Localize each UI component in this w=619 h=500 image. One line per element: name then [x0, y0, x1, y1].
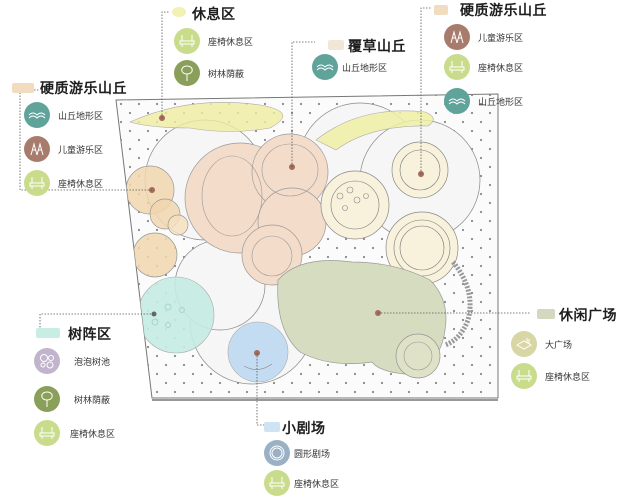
zone-color-swatch [172, 7, 186, 17]
legend-item-label: 大广场 [545, 340, 573, 351]
kids-play-icon [444, 24, 470, 50]
group-title: 休息区 [192, 7, 236, 23]
tree-icon [174, 60, 200, 86]
legend-item: 座椅休息区 [444, 54, 523, 80]
plaza-icon [511, 331, 537, 357]
hill-terrain-icon [444, 88, 470, 114]
bench-icon [264, 470, 290, 496]
bubble-tree-pool-icon [34, 348, 60, 374]
legend-item-label: 圆形剧场 [294, 449, 331, 460]
legend-item-label: 座椅休息区 [478, 63, 524, 74]
grass-hill-zone [184, 133, 329, 286]
coiled-path [444, 260, 473, 348]
hill-terrain-icon [312, 54, 338, 80]
legend-item: 座椅休息区 [511, 363, 590, 389]
tree-array-zone [137, 276, 215, 354]
legend-item: 座椅休息区 [34, 420, 115, 446]
rest-area-arc [315, 110, 434, 151]
legend-item: 树林荫蔽 [34, 386, 110, 412]
group-title: 硬质游乐山丘 [460, 3, 547, 19]
legend-item: 座椅休息区 [174, 28, 253, 54]
group-title: 树阵区 [68, 327, 112, 343]
group-title: 硬质游乐山丘 [40, 81, 127, 97]
group-title: 休闲广场 [559, 308, 617, 324]
legend-item: 座椅休息区 [264, 470, 339, 496]
legend-item-label: 座椅休息区 [70, 429, 116, 440]
bench-icon [511, 363, 537, 389]
zone-color-swatch [12, 83, 34, 93]
legend-item-label: 座椅休息区 [545, 372, 591, 383]
legend-item-label: 树林荫蔽 [208, 69, 245, 80]
zone-color-swatch [264, 422, 280, 432]
legend-item-label: 儿童游乐区 [58, 145, 104, 156]
zone-color-swatch [537, 309, 555, 319]
legend-item: 座椅休息区 [24, 170, 103, 196]
group-title: 覆草山丘 [348, 39, 406, 55]
legend-item: 儿童游乐区 [444, 24, 523, 50]
hill-terrain-icon [24, 102, 50, 128]
legend-item: 山丘地形区 [312, 54, 387, 80]
leader-lines [19, 7, 530, 426]
legend-item-label: 山丘地形区 [478, 97, 524, 108]
legend-item-label: 树林荫蔽 [74, 395, 111, 406]
legend-item-label: 座椅休息区 [208, 37, 254, 48]
kids-play-icon [24, 136, 50, 162]
zone-color-swatch [328, 40, 344, 50]
legend-item-label: 山丘地形区 [342, 63, 388, 74]
legend-item-label: 泡泡树池 [74, 357, 111, 368]
rest-area-zone [129, 102, 283, 132]
legend-item: 山丘地形区 [24, 102, 103, 128]
group-title: 小剧场 [282, 421, 326, 437]
bench-icon [174, 28, 200, 54]
legend-item: 泡泡树池 [34, 348, 110, 374]
zone-color-swatch [36, 328, 60, 338]
legend-item: 树林荫蔽 [174, 60, 244, 86]
bench-icon [34, 420, 60, 446]
bench-icon [444, 54, 470, 80]
legend-item: 圆形剧场 [264, 440, 330, 466]
legend-item-label: 座椅休息区 [294, 479, 340, 490]
zone-color-swatch [434, 5, 448, 15]
legend-item: 大广场 [511, 331, 572, 357]
bench-icon [24, 170, 50, 196]
legend-item: 儿童游乐区 [24, 136, 103, 162]
round-theater-icon [264, 440, 290, 466]
legend-item: 山丘地形区 [444, 88, 523, 114]
tree-icon [34, 386, 60, 412]
legend-item-label: 山丘地形区 [58, 111, 104, 122]
legend-item-label: 座椅休息区 [58, 179, 104, 190]
legend-item-label: 儿童游乐区 [478, 33, 524, 44]
